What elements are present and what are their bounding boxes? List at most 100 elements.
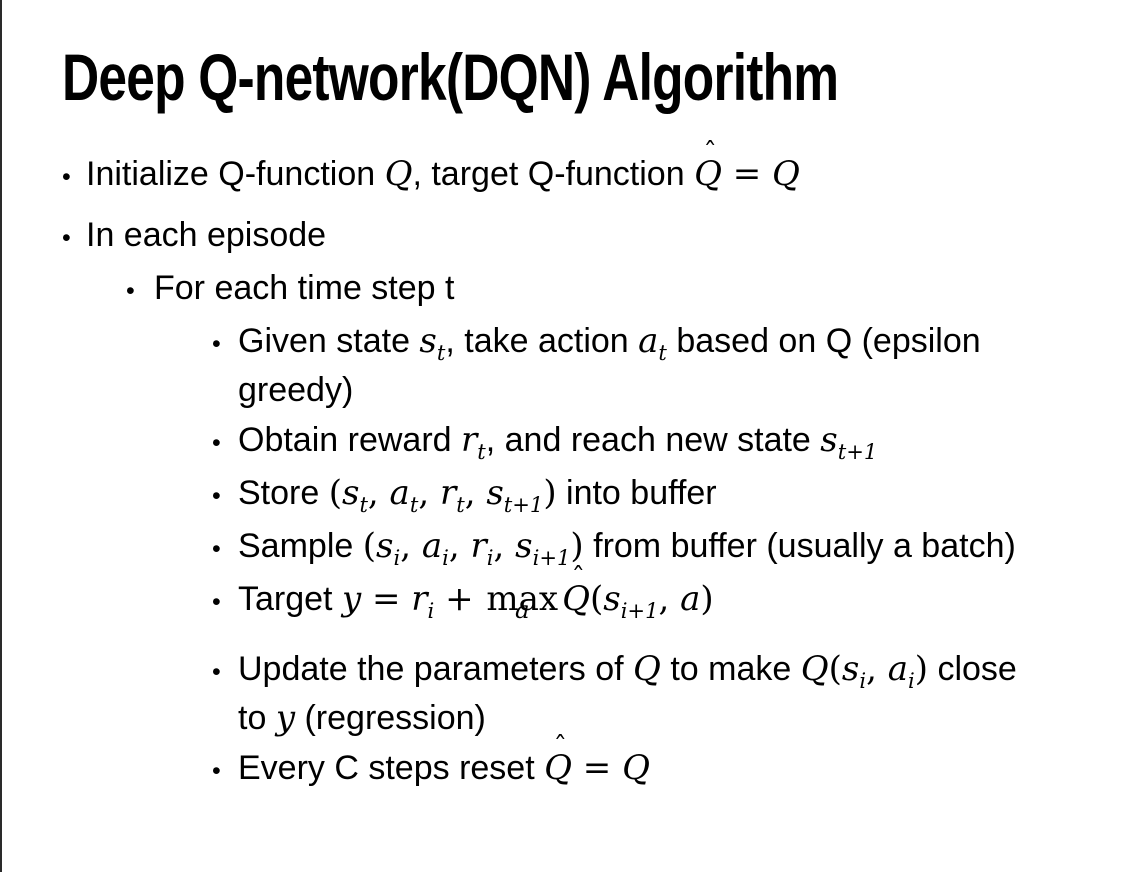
math-operator: = [361, 578, 412, 619]
bullet-text: For each time step t [154, 264, 1100, 313]
math-operator: ( [328, 472, 342, 513]
math-operator: , [418, 472, 440, 513]
math-symbol: si [376, 525, 401, 570]
bullet-list: •Initialize Q-function Q, target Q-funct… [62, 140, 1100, 796]
text-run: (regression) [295, 698, 486, 737]
math-symbol: ai [421, 525, 449, 570]
math-symbol: Q [384, 153, 413, 194]
text-run: Update the parameters of [238, 649, 634, 688]
text-run: In each episode [86, 215, 327, 254]
bullet-text: Update the parameters of Q to make Q(si,… [238, 645, 1100, 743]
bullet-icon: • [212, 329, 221, 358]
text-run: Sample [238, 526, 363, 565]
math-symbol: Q [633, 648, 661, 689]
max-word: max [486, 578, 559, 619]
subscript: t [456, 491, 465, 517]
hat-accent-icon: ˆ [703, 138, 718, 170]
bullet-icon: • [212, 534, 221, 563]
text-run: Initialize Q-function [86, 154, 385, 193]
bullet-item: •Update the parameters of Q to make Q(si… [212, 645, 1100, 743]
math-operator: ( [828, 648, 842, 689]
text-run: Obtain reward [238, 420, 461, 459]
math-symbol: Q [800, 648, 829, 689]
subscript: i [907, 667, 915, 693]
math-operator: = [721, 153, 773, 194]
text-run: into buffer [556, 473, 717, 512]
math-symbol: Q [772, 153, 800, 194]
math-operator: , [493, 525, 516, 566]
text-run: to make [660, 649, 801, 688]
subscript: t [477, 438, 486, 464]
subscript: t+1 [503, 491, 544, 517]
subscript: t [658, 339, 667, 365]
math-symbol: si+1 [603, 578, 659, 623]
bullet-icon: • [212, 428, 221, 457]
text-run: Given state [238, 321, 420, 360]
hat-accent-icon: ˆ [571, 563, 586, 595]
math-operator: ( [362, 525, 376, 566]
subscript: t [436, 339, 446, 365]
subscript: i [427, 597, 435, 623]
bullet-item: •For each time step t [126, 264, 1100, 316]
math-operator: + [434, 578, 485, 619]
math-symbol: rt [439, 472, 465, 517]
bullet-text: Obtain reward rt, and reach new state st… [238, 416, 1100, 465]
math-symbol: y [341, 578, 362, 619]
math-symbol: Q [694, 153, 722, 194]
text-run: greedy) [238, 370, 354, 409]
math-symbol: at [638, 320, 667, 365]
math-symbol: st+1 [820, 419, 878, 464]
text-run: , take action [445, 321, 639, 360]
math-operator: , [367, 472, 390, 513]
text-run: to [238, 698, 276, 737]
subscript: i+1 [532, 544, 571, 570]
bullet-item: •Store (st, at, rt, st+1) into buffer [212, 469, 1100, 521]
text-run: from buffer (usually a batch) [583, 526, 1016, 565]
math-operator: , [400, 525, 422, 566]
bullet-item: • Obtain reward rt, and reach new state s… [212, 416, 1100, 468]
text-run: Store [238, 473, 329, 512]
math-operator: , [448, 525, 471, 566]
bullet-item: • Given state st, take action at based on… [212, 317, 1100, 415]
bullet-icon: • [212, 756, 221, 785]
math-operator: ) [543, 472, 557, 513]
subscript: i [442, 544, 449, 570]
subscript: i+1 [620, 597, 659, 623]
math-symbol: ai [887, 648, 915, 693]
text-run: close [928, 649, 1017, 688]
max-underscript: a [514, 595, 530, 625]
text-run: Target [238, 579, 342, 618]
slide-title: Deep Q-network(DQN) Algorithm [62, 40, 839, 114]
text-run: For each time step t [154, 268, 455, 307]
math-symbol: si [841, 648, 867, 693]
math-symbol: a [680, 578, 701, 619]
subscript: i [393, 544, 401, 570]
bullet-text: Given state st, take action at based on … [238, 317, 1100, 415]
math-symbol: st [341, 472, 368, 517]
bullet-text: Initialize Q-function Q, target Q-functi… [86, 140, 1100, 199]
math-symbol: y [275, 697, 296, 738]
bullet-item: •Initialize Q-function Q, target Q-funct… [62, 140, 1100, 202]
math-operator: , [658, 578, 681, 619]
hat-accent-icon: ˆ [553, 732, 568, 764]
bullet-text: In each episode [86, 211, 1100, 260]
math-symbol: ri [411, 578, 435, 623]
math-operator: ) [700, 578, 714, 619]
math-symbol: ri [470, 525, 494, 570]
text-run: , target Q-function [412, 154, 695, 193]
bullet-item: •Sample (si, ai, ri, si+1) from buffer (… [212, 522, 1100, 574]
math-symbol: si+1 [515, 525, 571, 570]
text-run: based on Q (epsilon [666, 321, 981, 360]
bullet-icon: • [212, 481, 221, 510]
math-symbol: Q [562, 578, 590, 619]
text-run: , and reach new state [485, 420, 821, 459]
bullet-icon: • [212, 587, 221, 616]
math-symbol: Q [622, 747, 650, 788]
math-symbol: Q [544, 747, 572, 788]
math-symbol: at [389, 472, 419, 517]
